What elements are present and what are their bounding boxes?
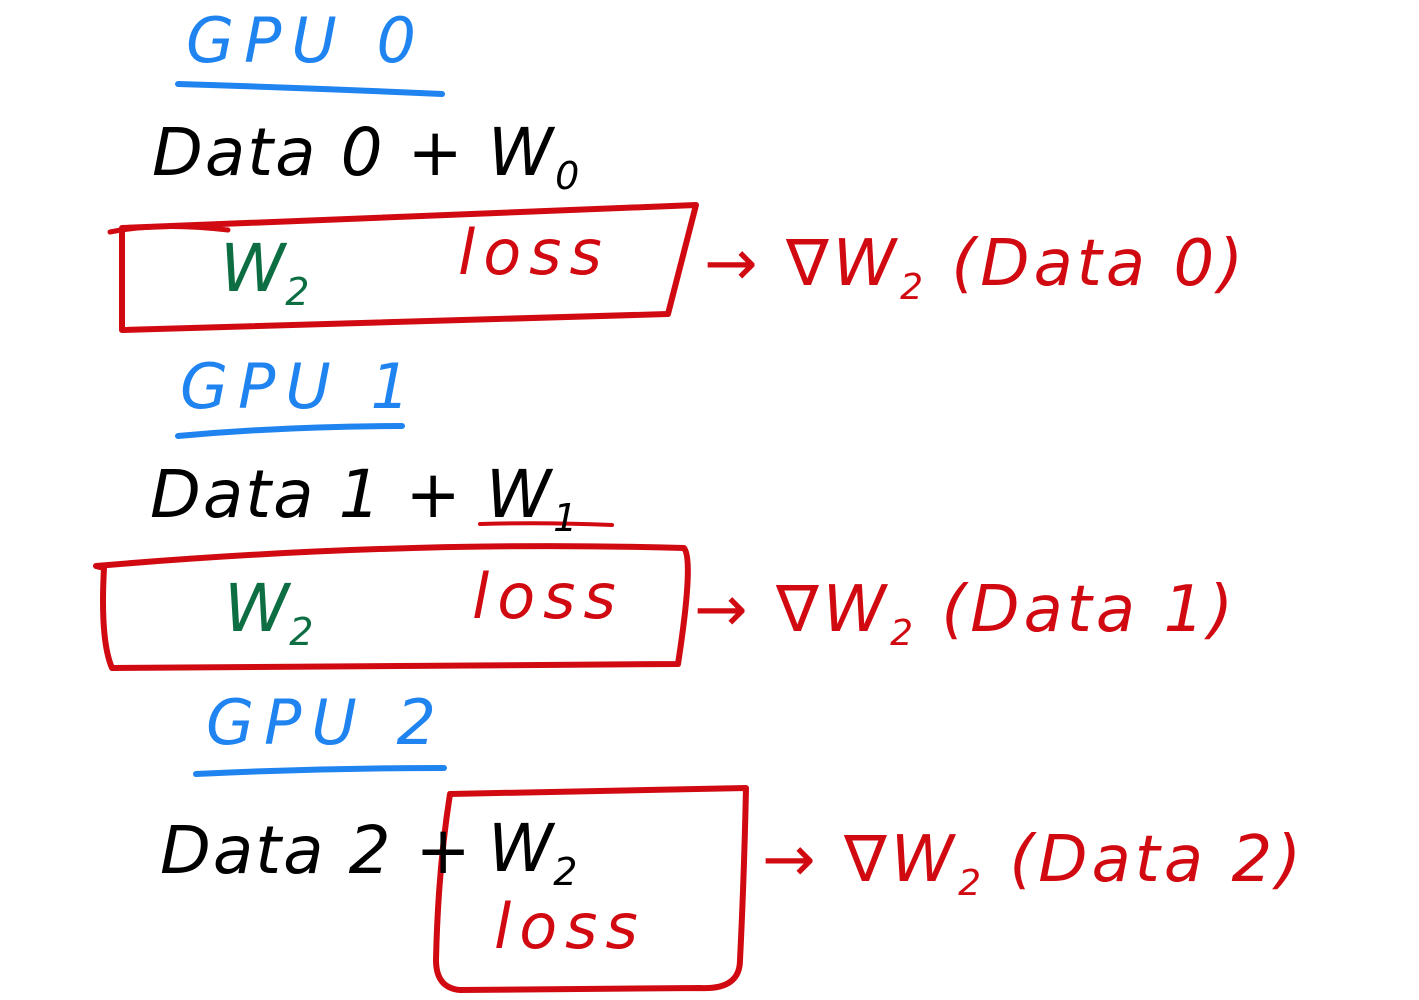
gpu2-loss-box [433, 785, 749, 993]
gpu0-grad-suffix: (Data 0) [951, 227, 1248, 301]
gpu0-box-corner-stroke [107, 223, 231, 235]
gpu1-gradient: → ∇W2 (Data 1) [694, 578, 1237, 652]
gpu0-data-input: Data 0 + W0 [152, 120, 582, 199]
gpu1-loss-box [93, 543, 691, 671]
gpu2-grad-prefix: → ∇W [762, 823, 959, 897]
gpu2-w2-label: W2 [488, 816, 578, 894]
gpu2-data-input: Data 2 + [160, 812, 473, 889]
gpu2-grad-suffix: (Data 2) [1009, 823, 1306, 897]
gpu0-grad-sub: 2 [900, 267, 927, 308]
gpu1-title: GPU 1 [180, 350, 420, 423]
gpu0-title: GPU 0 [186, 4, 426, 77]
gpu0-underline [175, 81, 445, 97]
gpu2-w2-sub: 2 [553, 850, 578, 894]
gpu0-grad-prefix: → ∇W [704, 227, 901, 301]
gpu2-underline [193, 765, 447, 777]
gpu1-data-sub: 1 [553, 496, 580, 541]
gpu1-w2-label: W2 [224, 576, 314, 654]
gpu1-w1-overstroke [478, 521, 614, 527]
gpu0-data-sub: 0 [555, 154, 582, 199]
gpu1-data-text: Data 1 + W [150, 456, 554, 533]
gpu1-w2-sub: 2 [289, 610, 314, 654]
gpu1-w2-main: W [224, 570, 290, 647]
gpu2-gradient: → ∇W2 (Data 2) [762, 828, 1305, 902]
gpu1-underline [175, 423, 405, 439]
gpu2-w2-main: W [488, 810, 554, 887]
gpu1-grad-prefix: → ∇W [694, 573, 891, 647]
gpu2-loss-label: loss [494, 890, 646, 963]
gpu0-w2-label: W2 [220, 236, 310, 314]
gpu0-data-text: Data 0 + W [152, 114, 556, 191]
gpu0-w2-main: W [220, 230, 286, 307]
gpu1-loss-label: loss [472, 560, 624, 633]
gpu2-title: GPU 2 [206, 686, 446, 759]
gpu0-loss-label: loss [458, 216, 610, 289]
gpu0-loss-box [119, 202, 699, 333]
gpu1-grad-suffix: (Data 1) [941, 573, 1238, 647]
gpu0-w2-sub: 2 [285, 270, 310, 314]
gpu2-grad-sub: 2 [958, 863, 985, 904]
gpu0-gradient: → ∇W2 (Data 0) [704, 232, 1247, 306]
gpu1-grad-sub: 2 [890, 613, 917, 654]
gpu1-data-input: Data 1 + W1 [150, 462, 580, 541]
